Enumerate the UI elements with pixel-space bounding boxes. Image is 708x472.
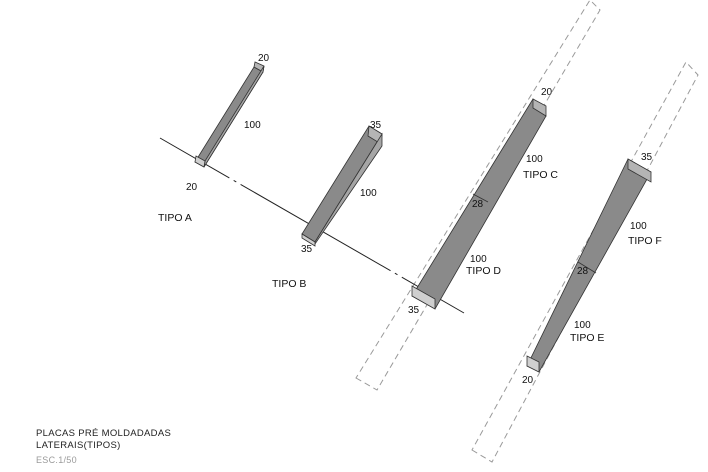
label-tipo-e: TIPO E: [570, 332, 604, 344]
label-tipo-c: TIPO C: [523, 169, 558, 181]
dim-top: 20: [541, 87, 553, 98]
plate-base-face: [301, 233, 316, 247]
dim-top: 35: [370, 120, 382, 131]
plate-front-face: [203, 65, 265, 168]
plate-tipo-b: 35 100 35 TIPO B: [272, 120, 383, 290]
dim-length: 100: [244, 120, 261, 131]
dashed-outlines: [355, 0, 699, 463]
plate-tipo-a: 20 100 20 TIPO A: [158, 53, 270, 224]
dashed-outline-right: [471, 61, 699, 463]
label-tipo-d: TIPO D: [466, 265, 501, 277]
plate-front-face: [411, 285, 436, 310]
caption-title-line1: PLACAS PRÉ MOLDADADAS: [36, 428, 172, 439]
dim-joint: 28: [472, 199, 484, 210]
dim-base: 35: [408, 305, 420, 316]
dim-length-upper: 100: [630, 221, 647, 232]
dim-joint: 28: [577, 266, 589, 277]
dim-length-lower: 100: [470, 254, 487, 265]
dim-length-lower: 100: [574, 320, 591, 331]
dim-top: 20: [258, 53, 270, 64]
plate-top-face: [627, 158, 652, 183]
dim-length: 100: [360, 188, 377, 199]
reference-line: [159, 137, 465, 314]
plate-top-face: [532, 98, 547, 117]
dim-base: 20: [186, 182, 198, 193]
plate-front-face: [526, 355, 540, 373]
dim-base: 35: [301, 244, 313, 255]
label-tipo-f: TIPO F: [628, 235, 662, 247]
plate-tipo-c-d: 20 100 TIPO C 28 100 TIPO D 35: [408, 87, 558, 316]
label-tipo-a: TIPO A: [158, 212, 192, 224]
plate-joint-line: [577, 261, 597, 274]
plate-joint-line: [472, 193, 489, 203]
plate-base-face: [194, 155, 206, 168]
dim-length-upper: 100: [526, 154, 543, 165]
dashed-outline-left: [355, 0, 601, 391]
plate-side-face: [301, 125, 383, 243]
dim-top: 35: [641, 152, 653, 163]
plate-tipo-e-f: 35 100 TIPO F 28 100 TIPO E 20: [522, 152, 662, 386]
dim-base: 20: [522, 375, 534, 386]
caption-scale: ESC.1/50: [36, 455, 77, 465]
label-tipo-b: TIPO B: [272, 278, 306, 290]
plate-side-face: [194, 66, 264, 168]
caption-title-line2: LATERAIS(TIPOS): [36, 440, 121, 451]
